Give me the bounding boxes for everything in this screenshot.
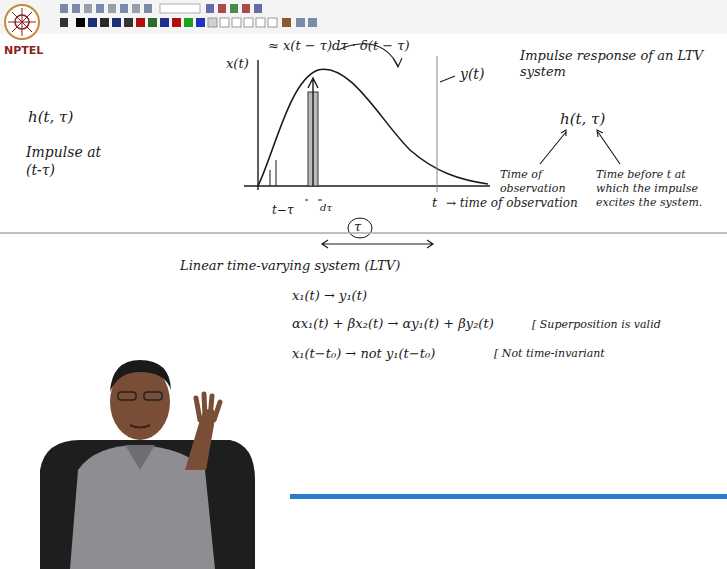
equation: x₁(t) → y₁(t) — [292, 288, 367, 304]
annotation-arrows — [540, 130, 620, 164]
equation: x₁(t−t₀) → not y₁(t−t₀) — [292, 346, 435, 362]
time-label: t−τ — [272, 203, 294, 218]
function-label: h(t, τ) — [28, 108, 73, 127]
dtau-marks — [305, 200, 322, 201]
toolbar — [0, 0, 727, 34]
nptel-logo — [5, 5, 39, 39]
equation-note: [ Superposition is valid — [532, 318, 661, 332]
time-label: t — [432, 195, 437, 211]
y-axis — [257, 60, 258, 190]
dtau-label: dτ — [320, 202, 332, 215]
annotation-note: Time before t at which the impulse excit… — [596, 168, 721, 209]
function-label: h(t, τ) — [560, 110, 605, 129]
section-heading: Linear time-varying system (LTV) — [180, 258, 400, 274]
strip — [270, 160, 276, 186]
equation-note: [ Not time-invariant — [494, 347, 605, 361]
heading-note: Impulse response of an LTV system — [520, 48, 715, 81]
observation-line — [437, 56, 438, 192]
logo-text: NPTEL — [4, 44, 43, 58]
x-axis — [244, 185, 490, 186]
annotation-note: Time of observation — [500, 168, 588, 196]
observation-note: → time of observation — [446, 196, 578, 211]
progress-bar — [290, 494, 727, 499]
impulse-arrow — [308, 78, 318, 186]
presenter-figure — [40, 360, 255, 569]
axis-label: x(t) — [226, 56, 249, 72]
impulse-expression: ≈ x(t − τ)dτ · δ(t − τ) — [268, 38, 410, 54]
toolbar-icons — [60, 4, 317, 27]
x-curve — [258, 69, 488, 186]
signal-plot — [244, 44, 490, 248]
y-leader — [440, 76, 455, 82]
output-label: y(t) — [460, 66, 484, 84]
impulse-note: Impulse at (t-τ) — [26, 144, 106, 179]
tau-label: τ — [354, 219, 361, 235]
tau-span — [322, 240, 433, 248]
equation: αx₁(t) + βx₂(t) → αy₁(t) + βy₂(t) — [292, 316, 494, 332]
tau-circle — [348, 218, 372, 238]
page-separator — [0, 232, 727, 234]
